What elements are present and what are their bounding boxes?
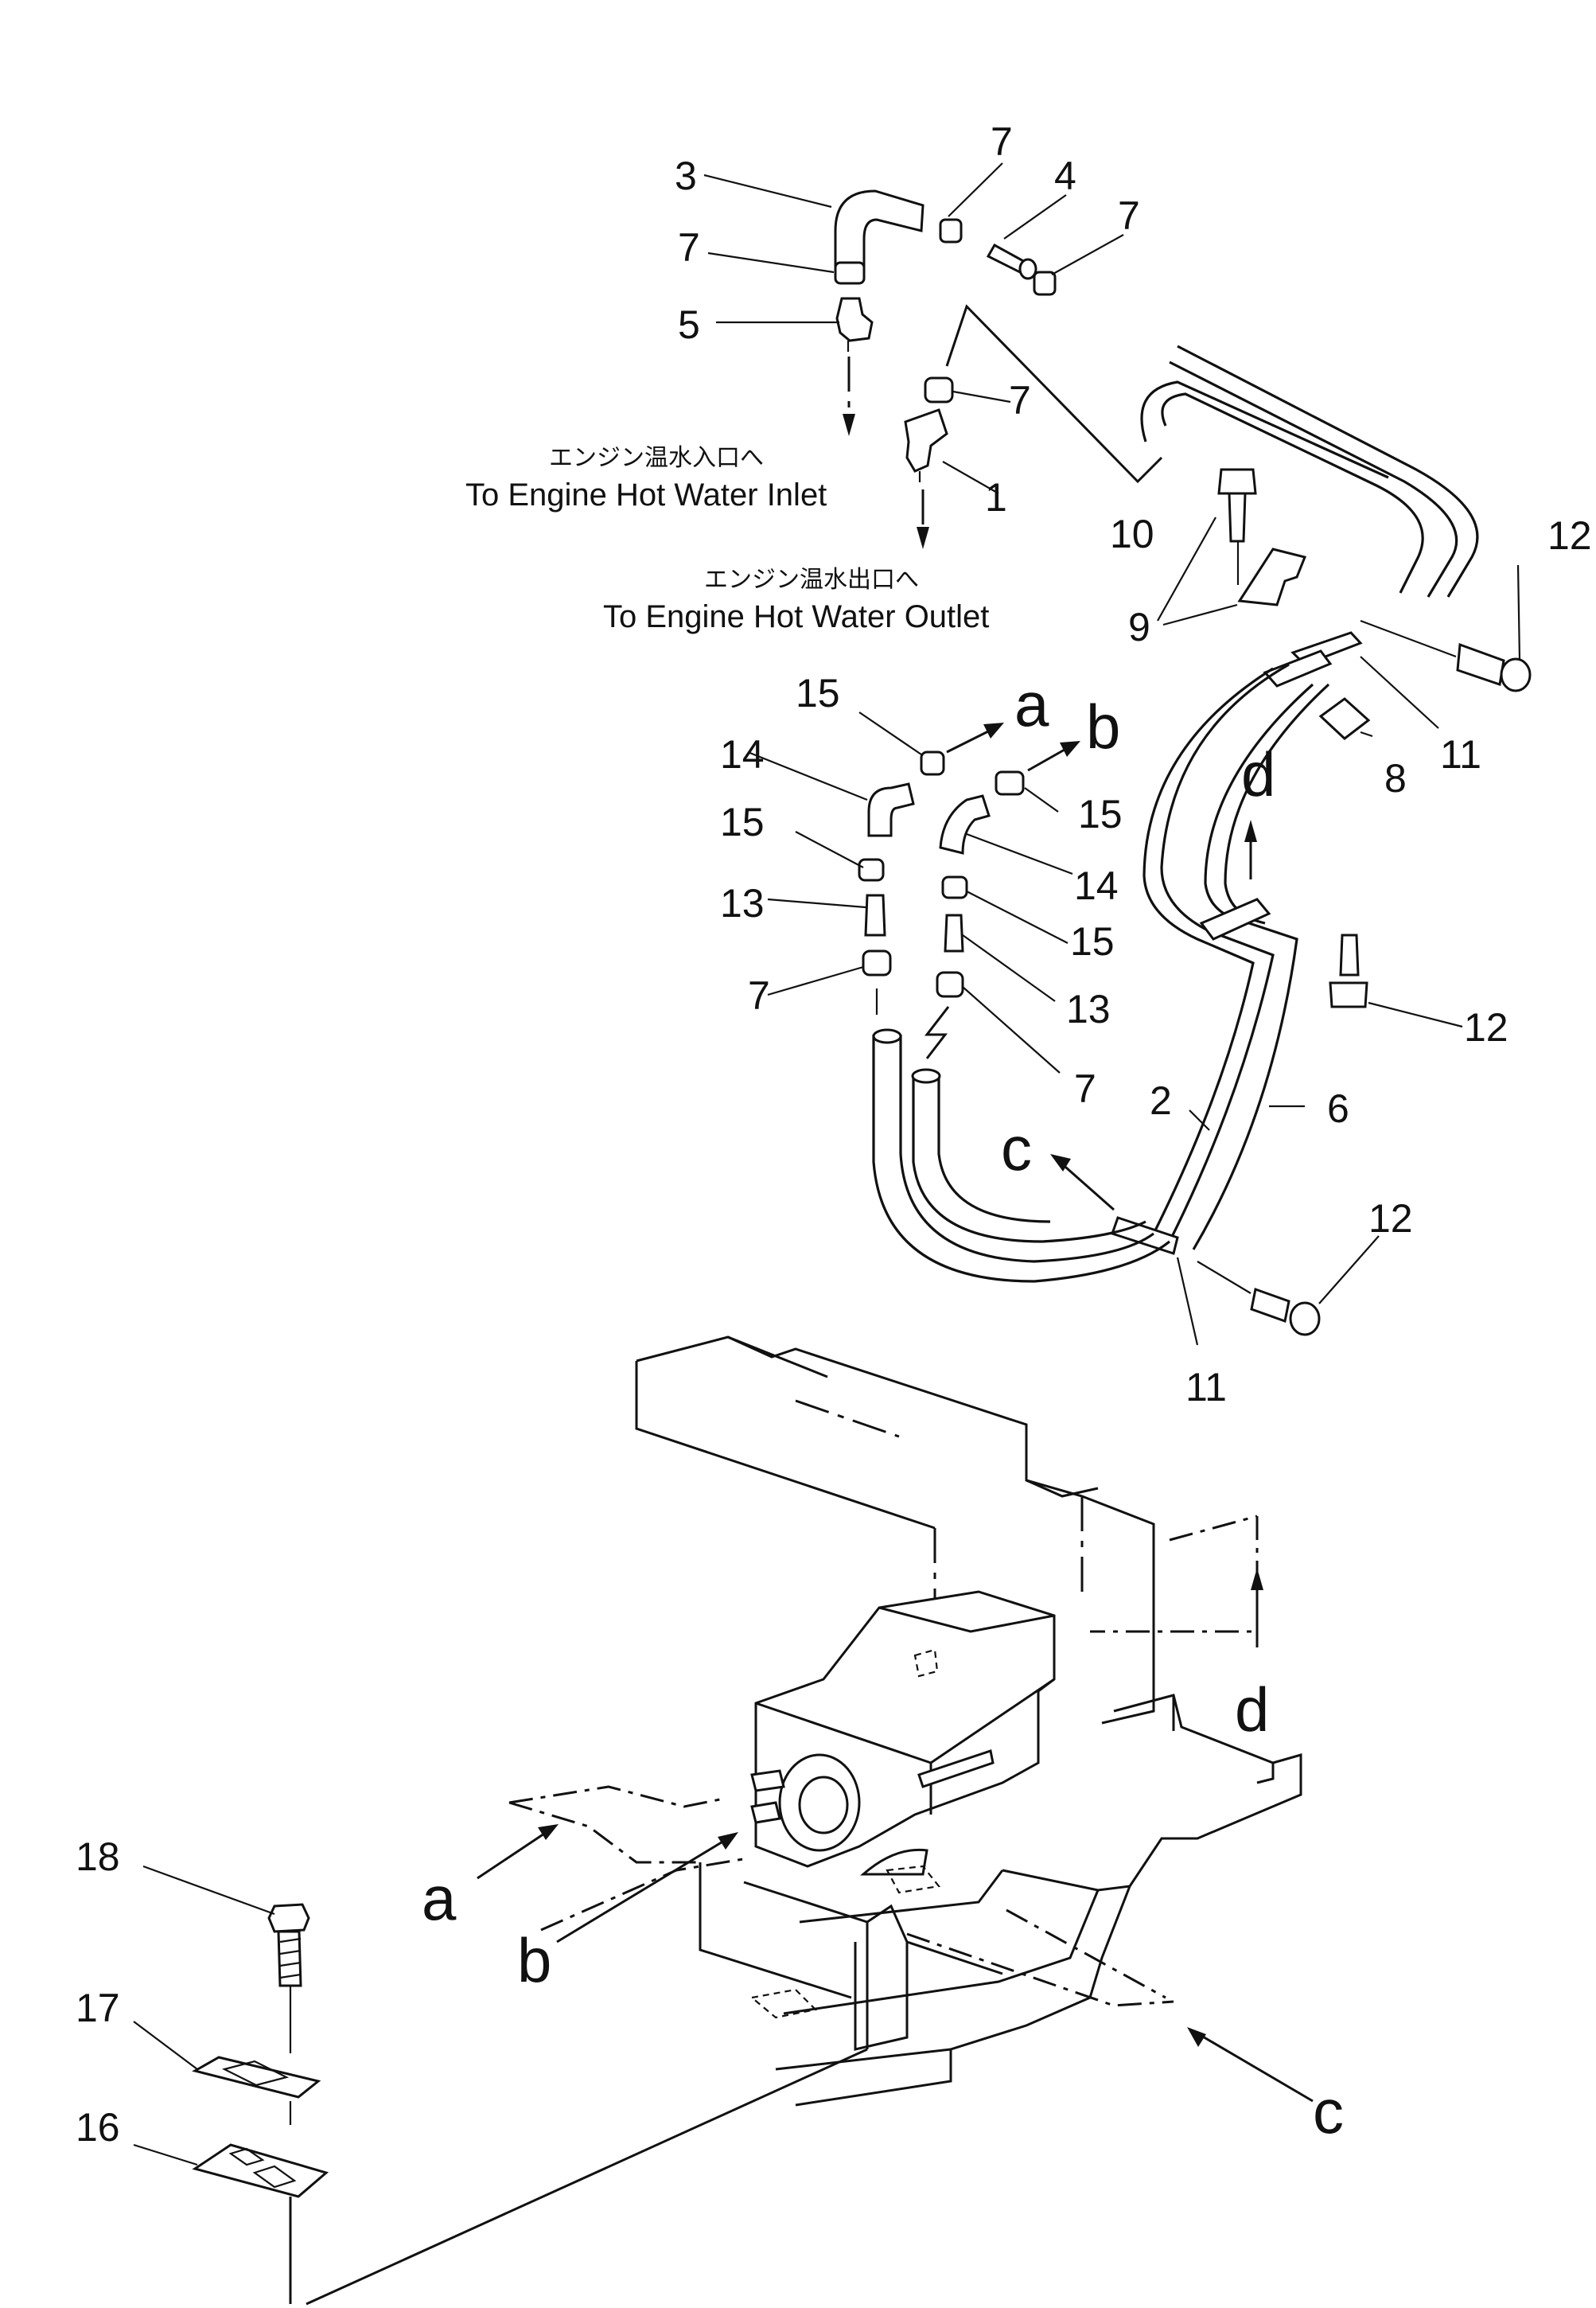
upper-fittings-group [834, 189, 1479, 598]
callout-15: 15 [1070, 919, 1115, 964]
bracket-9 [1237, 548, 1307, 606]
connection-letters: a b d c d a b c [422, 669, 1344, 2146]
connection-a-label: a [422, 1863, 457, 1933]
clamp-7-b [939, 218, 963, 244]
outlet-caption-en: To Engine Hot Water Outlet [603, 599, 989, 634]
callout-7: 7 [748, 973, 770, 1018]
bracket-group [1217, 468, 1307, 606]
leader-lines [133, 162, 1521, 2166]
outlet-caption-jp: エンジン温水出口へ [704, 567, 919, 593]
clamp-11-bottom [1111, 1216, 1179, 1255]
callout-11: 11 [1440, 732, 1481, 777]
connection-b-label: b [1086, 692, 1120, 762]
callout-1: 1 [985, 475, 1007, 520]
captions: エンジン温水入口へ To Engine Hot Water Inlet エンジン… [465, 445, 989, 634]
heater-unit-assembly [635, 1335, 1155, 2051]
callout-15: 15 [1078, 792, 1123, 836]
callout-4: 4 [1054, 154, 1076, 198]
callout-3: 3 [675, 154, 697, 198]
callout-12: 12 [1368, 1196, 1413, 1241]
callout-17: 17 [76, 1986, 120, 2030]
callout-18: 18 [76, 1834, 120, 1879]
connection-d-label: d [1235, 1674, 1269, 1745]
bolt-12-b [1339, 934, 1360, 977]
connection-a-label: a [1014, 669, 1049, 739]
callout-14: 14 [720, 732, 765, 777]
callout-12: 12 [1547, 513, 1592, 558]
callout-8: 8 [1384, 756, 1407, 801]
callout-7: 7 [991, 119, 1013, 164]
bolt-12-a [1456, 642, 1505, 686]
hose-2-lower [1160, 663, 1290, 1242]
callout-9: 9 [1128, 605, 1150, 649]
mounting-hardware-group [192, 1903, 329, 2304]
elbow-14-b [939, 794, 991, 855]
hose-route-group [872, 663, 1330, 1283]
callout-6: 6 [1327, 1086, 1349, 1131]
connection-d-label: d [1241, 739, 1275, 809]
clamp-7-d [924, 376, 954, 404]
clamp-15-d [941, 875, 968, 899]
connector-5 [835, 297, 874, 342]
connection-c-label: c [1001, 1113, 1032, 1183]
bolt-18 [267, 1903, 310, 1933]
clamp-15-a [920, 750, 945, 776]
callouts: 3 7 4 7 7 5 7 1 10 12 9 8 11 15 14 15 15… [76, 119, 1592, 2150]
clamp-7-c [1033, 271, 1057, 296]
clamp-8 [1263, 649, 1333, 688]
bolt-12-c [1250, 1288, 1290, 1323]
clamp-15-b [995, 770, 1025, 796]
fitting-1 [904, 408, 948, 473]
hose-clamps-group [1263, 619, 1532, 740]
callout-13: 13 [720, 881, 765, 926]
bolt-10 [1217, 468, 1257, 543]
connection-b-label: b [517, 1925, 551, 1995]
callout-10: 10 [1110, 512, 1154, 556]
inlet-caption-jp: エンジン温水入口へ [549, 445, 764, 471]
nipple-13-a [864, 894, 886, 937]
callout-7: 7 [678, 225, 700, 270]
elbow-14-a [867, 782, 915, 837]
callout-15: 15 [796, 671, 840, 715]
callout-15: 15 [720, 800, 765, 844]
nipple-13-b [944, 914, 964, 953]
callout-16: 16 [76, 2105, 120, 2150]
hose-2-upper [1177, 345, 1479, 598]
callout-12: 12 [1464, 1005, 1508, 1050]
hose-6-upper [1161, 392, 1424, 594]
inlet-caption-en: To Engine Hot Water Inlet [465, 478, 827, 513]
callout-5: 5 [678, 302, 700, 347]
clamp-7-f [936, 971, 964, 998]
callout-7: 7 [1074, 1066, 1096, 1111]
clamp-15-c [858, 858, 885, 882]
callout-13: 13 [1066, 987, 1111, 1031]
callout-11: 11 [1185, 1365, 1227, 1409]
heater-fittings-group [858, 723, 1368, 1336]
callout-14: 14 [1074, 864, 1119, 908]
connection-c-label: c [1313, 2076, 1344, 2146]
elbow-hose-3 [834, 189, 925, 271]
lower-arrows [477, 1515, 1314, 2103]
clamp-11-mid [1199, 898, 1271, 941]
floor-frame [306, 1694, 1302, 2306]
gasket-17 [192, 2056, 321, 2099]
callout-7: 7 [1009, 378, 1031, 423]
clamp-7-e [862, 949, 892, 977]
callout-7: 7 [1118, 193, 1140, 238]
clamp-7-a [834, 261, 866, 285]
callout-2: 2 [1150, 1078, 1172, 1123]
